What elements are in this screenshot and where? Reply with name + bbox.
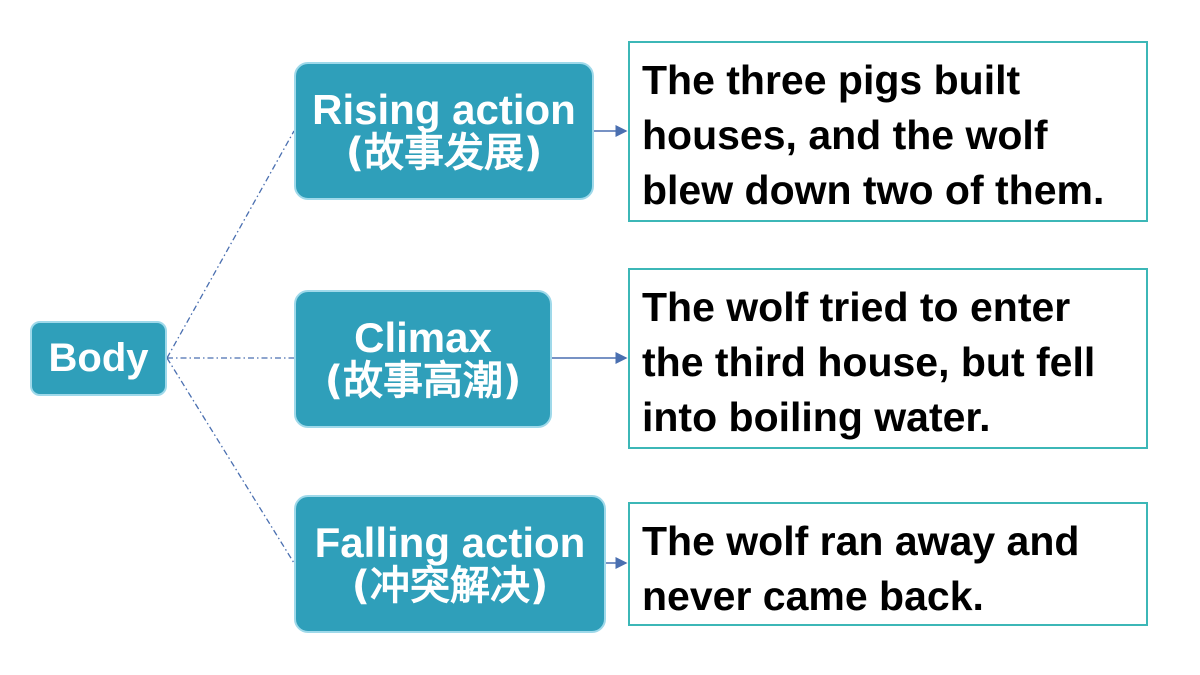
falling-action-node: Falling action (冲突解决) — [294, 495, 606, 633]
climax-title: Climax — [354, 313, 492, 361]
falling-action-title: Falling action — [314, 518, 586, 566]
body-label: Body — [48, 335, 149, 380]
connector-body-falling — [166, 357, 295, 564]
climax-description: The wolf tried to enter the third house,… — [628, 268, 1148, 449]
climax-node: Climax (故事高潮) — [294, 290, 552, 428]
body-node: Body — [30, 321, 167, 396]
falling-action-description: The wolf ran away and never came back. — [628, 502, 1148, 626]
rising-action-node: Rising action (故事发展) — [294, 62, 594, 200]
connector-body-rising — [166, 130, 295, 359]
climax-subtitle: (故事高潮) — [324, 358, 522, 405]
rising-action-description: The three pigs built houses, and the wol… — [628, 41, 1148, 222]
rising-action-title: Rising action — [312, 85, 576, 133]
falling-action-subtitle: (冲突解决) — [351, 563, 549, 610]
rising-action-subtitle: (故事发展) — [345, 130, 543, 177]
